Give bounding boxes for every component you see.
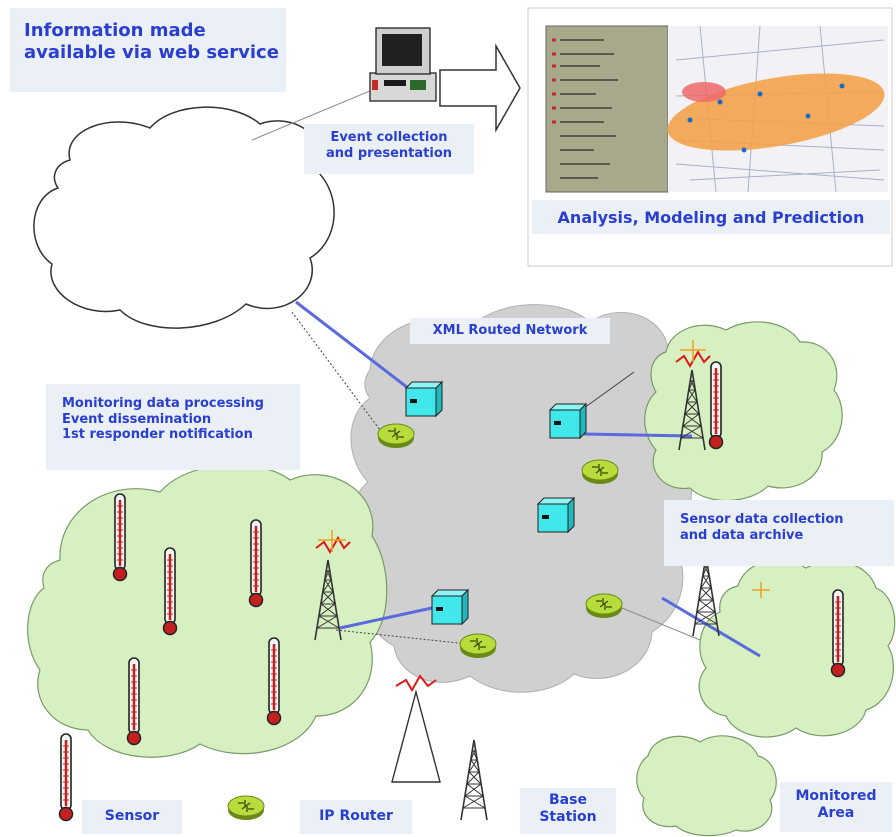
sensor-icon [266, 636, 282, 726]
link-line [661, 596, 761, 658]
sensor-icon [162, 546, 178, 636]
monitored-area-top-right [644, 321, 843, 502]
signal-spark-icon [318, 340, 770, 598]
monitored-area-left [27, 464, 388, 758]
sensor-icon [708, 360, 724, 450]
base-station-icon [692, 555, 720, 637]
xml-routed-network-cloud [350, 304, 692, 693]
arrow-icon [439, 43, 521, 133]
legend-monitored-area-cloud [636, 735, 777, 837]
legend-sensor-label: Sensor [82, 800, 182, 834]
xml-routed-network-label: XML Routed Network [410, 318, 610, 344]
monitored-area-right [698, 559, 896, 738]
network-device-icon [431, 589, 469, 625]
network-device-icon [549, 403, 587, 439]
legend-sensor-icon [58, 732, 74, 822]
link-line [295, 300, 409, 390]
router-icon [459, 633, 497, 659]
sensor-icon [248, 518, 264, 608]
connector-line [291, 311, 381, 431]
connector-line [583, 371, 635, 409]
network-device-icon [405, 381, 443, 417]
sensor-icon [112, 492, 128, 582]
router-icon [377, 423, 415, 449]
router-icon [581, 459, 619, 485]
connector-line [251, 85, 383, 141]
network-device-icon [537, 497, 575, 533]
legend-base-station-label: Base Station [520, 788, 616, 834]
sensor-icon [126, 656, 142, 746]
connector-line [621, 607, 701, 641]
internet-cloud [33, 106, 335, 329]
legend-router-icon [227, 795, 265, 821]
transmission-tower-icon [391, 689, 441, 783]
link-line [583, 432, 693, 438]
router-icon [585, 593, 623, 619]
legend-base-station-icon [460, 739, 488, 821]
sensor-icon [830, 588, 846, 678]
web-service-label: Information made available via web servi… [10, 8, 286, 92]
legend-ip-router-label: IP Router [300, 800, 412, 834]
event-collection-label: Event collection and presentation [304, 124, 474, 174]
sensor-data-collection-label: Sensor data collection and data archive [664, 500, 894, 566]
link-line [339, 606, 433, 630]
analysis-label: Analysis, Modeling and Prediction [532, 200, 890, 234]
monitoring-label: Monitoring data processing Event dissemi… [46, 384, 300, 470]
legend-monitored-area-label: Monitored Area [780, 782, 892, 832]
computer-icon [369, 27, 437, 102]
